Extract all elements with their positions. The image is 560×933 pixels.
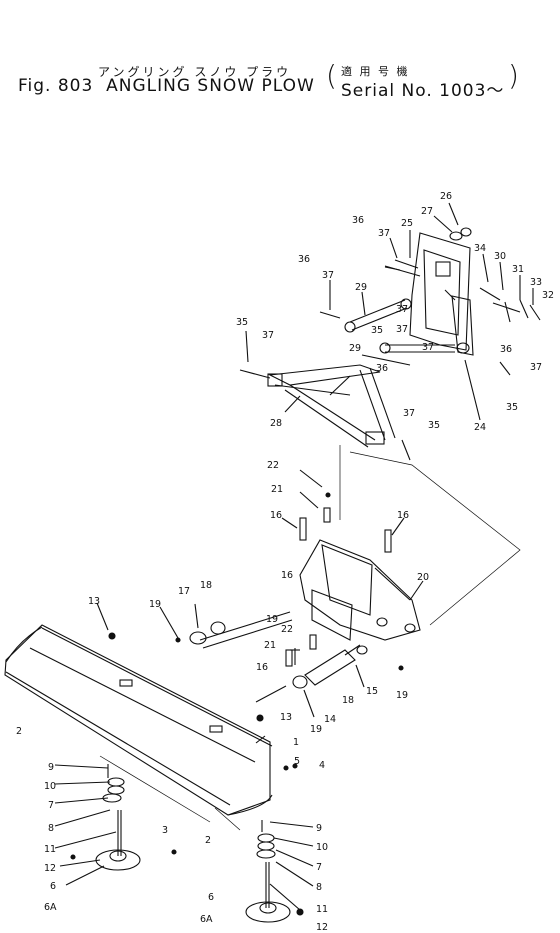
callout-37: 37 (396, 304, 408, 315)
callout-2: 2 (16, 726, 22, 737)
callout-31: 31 (512, 264, 524, 275)
figure-name: ANGLING SNOW PLOW (106, 76, 315, 96)
callout-35: 35 (371, 325, 383, 336)
callout-6: 6 (208, 892, 214, 903)
left-skid-shoe (95, 764, 141, 871)
callout-37: 37 (378, 228, 390, 239)
callout-20: 20 (417, 572, 429, 583)
callout-34: 34 (474, 243, 486, 254)
callout-35: 35 (428, 420, 440, 431)
a-frame (267, 364, 396, 448)
callout-22: 22 (267, 460, 279, 471)
leader-lines (54, 202, 534, 911)
open-paren: ( (326, 59, 337, 92)
applicable-label-japanese: 適 用 号 機 (341, 65, 410, 78)
callout-25: 25 (401, 218, 413, 229)
callout-27: 27 (421, 206, 433, 217)
callout-7: 7 (48, 800, 54, 811)
callout-12: 12 (316, 922, 328, 933)
callout-labels: 26 27 36 37 25 34 30 31 33 32 36 37 29 3… (16, 191, 554, 933)
title-japanese: アングリング スノウ プラウ (98, 65, 292, 79)
callout-6A: 6A (200, 914, 213, 925)
hydraulic-cylinder (290, 644, 368, 689)
callout-33: 33 (530, 277, 542, 288)
callout-29: 29 (349, 343, 361, 354)
callout-2: 2 (205, 835, 211, 846)
callout-8: 8 (316, 882, 322, 893)
callout-37: 37 (322, 270, 334, 281)
callout-13: 13 (280, 712, 292, 723)
callout-11: 11 (44, 844, 56, 855)
callout-37: 37 (403, 408, 415, 419)
callout-9: 9 (48, 762, 54, 773)
callout-12: 12 (44, 863, 56, 874)
callout-6A: 6A (44, 902, 57, 913)
callout-26: 26 (440, 191, 452, 202)
callout-10: 10 (316, 842, 328, 853)
callout-5: 5 (294, 756, 300, 767)
serial-range: Serial No. 1003～ (341, 81, 505, 101)
fasteners (70, 492, 404, 916)
callout-19: 19 (149, 599, 161, 610)
callout-18: 18 (342, 695, 354, 706)
callout-13: 13 (88, 596, 100, 607)
callout-16: 16 (270, 510, 282, 521)
callout-21: 21 (264, 640, 276, 651)
center-pivot-bracket (299, 539, 421, 641)
callout-32: 32 (542, 290, 554, 301)
figure-number: Fig. 803 (18, 76, 94, 96)
callout-35: 35 (506, 402, 518, 413)
callout-19: 19 (266, 614, 278, 625)
callout-16: 16 (256, 662, 268, 673)
callout-1: 1 (293, 737, 299, 748)
callout-14: 14 (324, 714, 336, 725)
callout-19: 19 (310, 724, 322, 735)
callout-36: 36 (376, 363, 388, 374)
callout-37: 37 (422, 342, 434, 353)
callout-9: 9 (316, 823, 322, 834)
mounting-bracket-assembly (239, 227, 541, 461)
callout-8: 8 (48, 823, 54, 834)
callout-24: 24 (474, 422, 486, 433)
callout-19: 19 (396, 690, 408, 701)
callout-17: 17 (178, 586, 190, 597)
callout-36: 36 (352, 215, 364, 226)
callout-16: 16 (397, 510, 409, 521)
callout-37: 37 (262, 330, 274, 341)
snow-plow-blade (4, 624, 273, 831)
callout-29: 29 (355, 282, 367, 293)
callout-22: 22 (281, 624, 293, 635)
callout-10: 10 (44, 781, 56, 792)
push-rod (189, 603, 293, 649)
guide-line (349, 451, 521, 626)
callout-6: 6 (50, 881, 56, 892)
callout-36: 36 (298, 254, 310, 265)
callout-37: 37 (530, 362, 542, 373)
callout-21: 21 (271, 484, 283, 495)
callout-7: 7 (316, 862, 322, 873)
callout-3: 3 (162, 825, 168, 836)
right-skid-shoe (245, 820, 291, 923)
callout-28: 28 (270, 418, 282, 429)
close-paren: ) (508, 59, 519, 92)
callout-15: 15 (366, 686, 378, 697)
figure-title: Fig. 803 ANGLING SNOW PLOW (18, 76, 315, 96)
callout-36: 36 (500, 344, 512, 355)
callout-4: 4 (319, 760, 325, 771)
callout-30: 30 (494, 251, 506, 262)
callout-18: 18 (200, 580, 212, 591)
callout-35: 35 (236, 317, 248, 328)
callout-16: 16 (281, 570, 293, 581)
callout-37: 37 (396, 324, 408, 335)
callout-11: 11 (316, 904, 328, 915)
